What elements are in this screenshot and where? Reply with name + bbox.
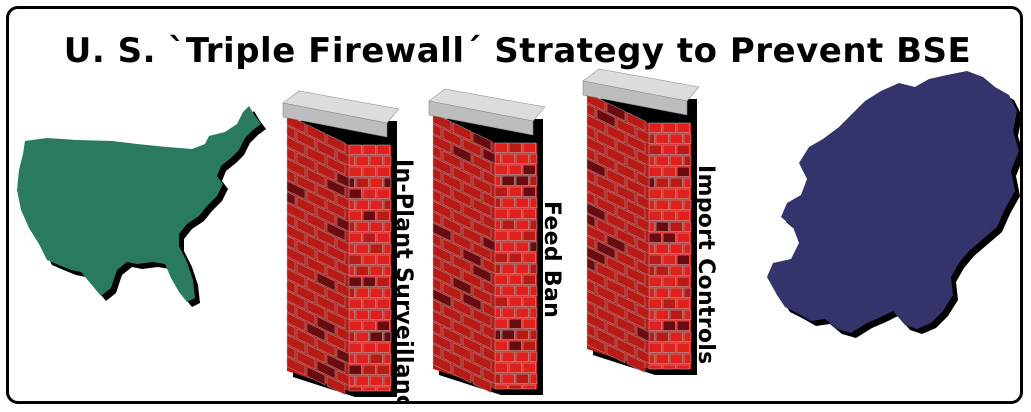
firewall-label-2: Feed Ban <box>539 201 564 319</box>
europe-map <box>767 71 1020 338</box>
firewall-wall-2 <box>428 88 546 395</box>
firewall-wall-1 <box>282 90 400 397</box>
page-title: U. S. `Triple Firewall´ Strategy to Prev… <box>63 31 972 71</box>
firewall-label-3: Import Controls <box>693 165 718 365</box>
usa-shape <box>17 106 261 302</box>
diagram-frame: U. S. `Triple Firewall´ Strategy to Prev… <box>6 6 1023 404</box>
united-states-map <box>17 106 266 307</box>
europe-shape <box>767 71 1019 333</box>
firewall-label-1: In-Plant Surveillance <box>391 159 416 404</box>
firewall-wall-3 <box>582 68 700 375</box>
